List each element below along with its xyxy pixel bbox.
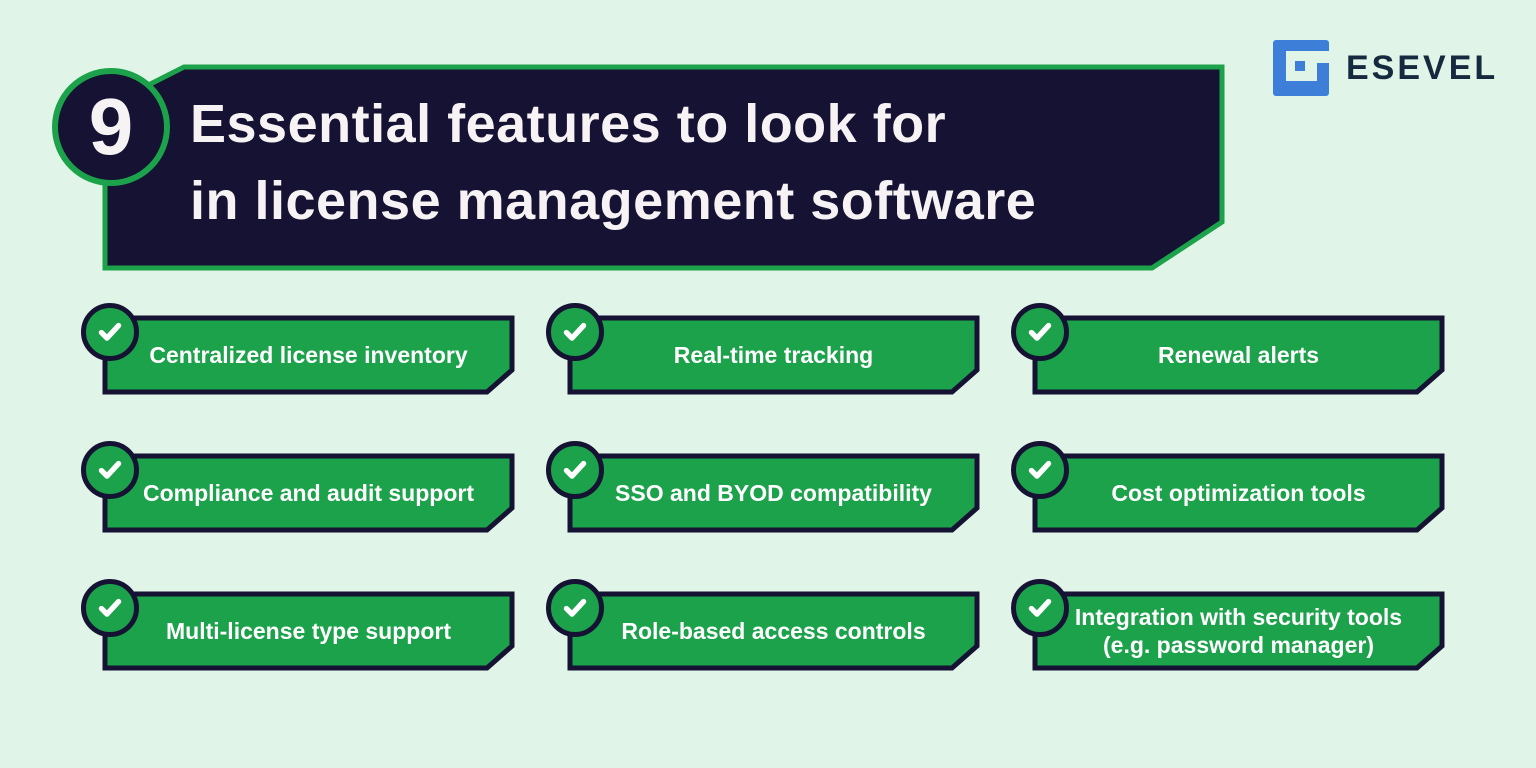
check-icon [1028, 322, 1052, 341]
feature-label: Renewal alerts [1157, 342, 1320, 368]
check-badge [81, 303, 139, 361]
feature-card: Renewal alerts [1009, 303, 1445, 395]
check-badge [1011, 441, 1069, 499]
feature-label: Real-time tracking [673, 342, 874, 368]
esevel-logo-icon [1273, 40, 1329, 96]
feature-card: Cost optimization tools [1009, 441, 1445, 533]
feature-card: Centralized license inventory [79, 303, 515, 395]
check-icon [98, 460, 122, 479]
check-badge [546, 441, 604, 499]
page-title-line1: Essential features to look for [190, 94, 947, 154]
check-icon [1028, 598, 1052, 617]
feature-card: Integration with security tools (e.g. pa… [1009, 579, 1445, 671]
check-icon [563, 460, 587, 479]
feature-card: Compliance and audit support [79, 441, 515, 533]
page-title: Essential features to look for in licens… [190, 86, 1200, 240]
feature-label: Multi-license type support [166, 618, 451, 644]
count-badge: 9 [52, 68, 170, 186]
brand-logo: ESEVEL [1273, 40, 1498, 96]
feature-card: SSO and BYOD compatibility [544, 441, 980, 533]
check-badge [1011, 303, 1069, 361]
check-badge [546, 579, 604, 637]
feature-card: Multi-license type support [79, 579, 515, 671]
feature-card: Real-time tracking [544, 303, 980, 395]
check-badge [81, 441, 139, 499]
feature-label: Centralized license inventory [149, 342, 468, 368]
feature-label: SSO and BYOD compatibility [615, 480, 932, 506]
count-number: 9 [88, 82, 134, 171]
check-icon [563, 598, 587, 617]
brand-name: ESEVEL [1346, 48, 1499, 87]
check-badge [81, 579, 139, 637]
page-title-line2: in license management software [190, 171, 1037, 231]
check-badge [546, 303, 604, 361]
feature-label: Compliance and audit support [143, 480, 474, 506]
check-icon [98, 598, 122, 617]
check-icon [563, 322, 587, 341]
check-badge [1011, 579, 1069, 637]
check-icon [98, 322, 122, 341]
check-icon [1028, 460, 1052, 479]
feature-card: Role-based access controls [544, 579, 980, 671]
feature-label: Cost optimization tools [1111, 480, 1366, 506]
feature-label: Integration with security tools (e.g. pa… [1074, 604, 1403, 658]
feature-label: Role-based access controls [621, 618, 926, 644]
